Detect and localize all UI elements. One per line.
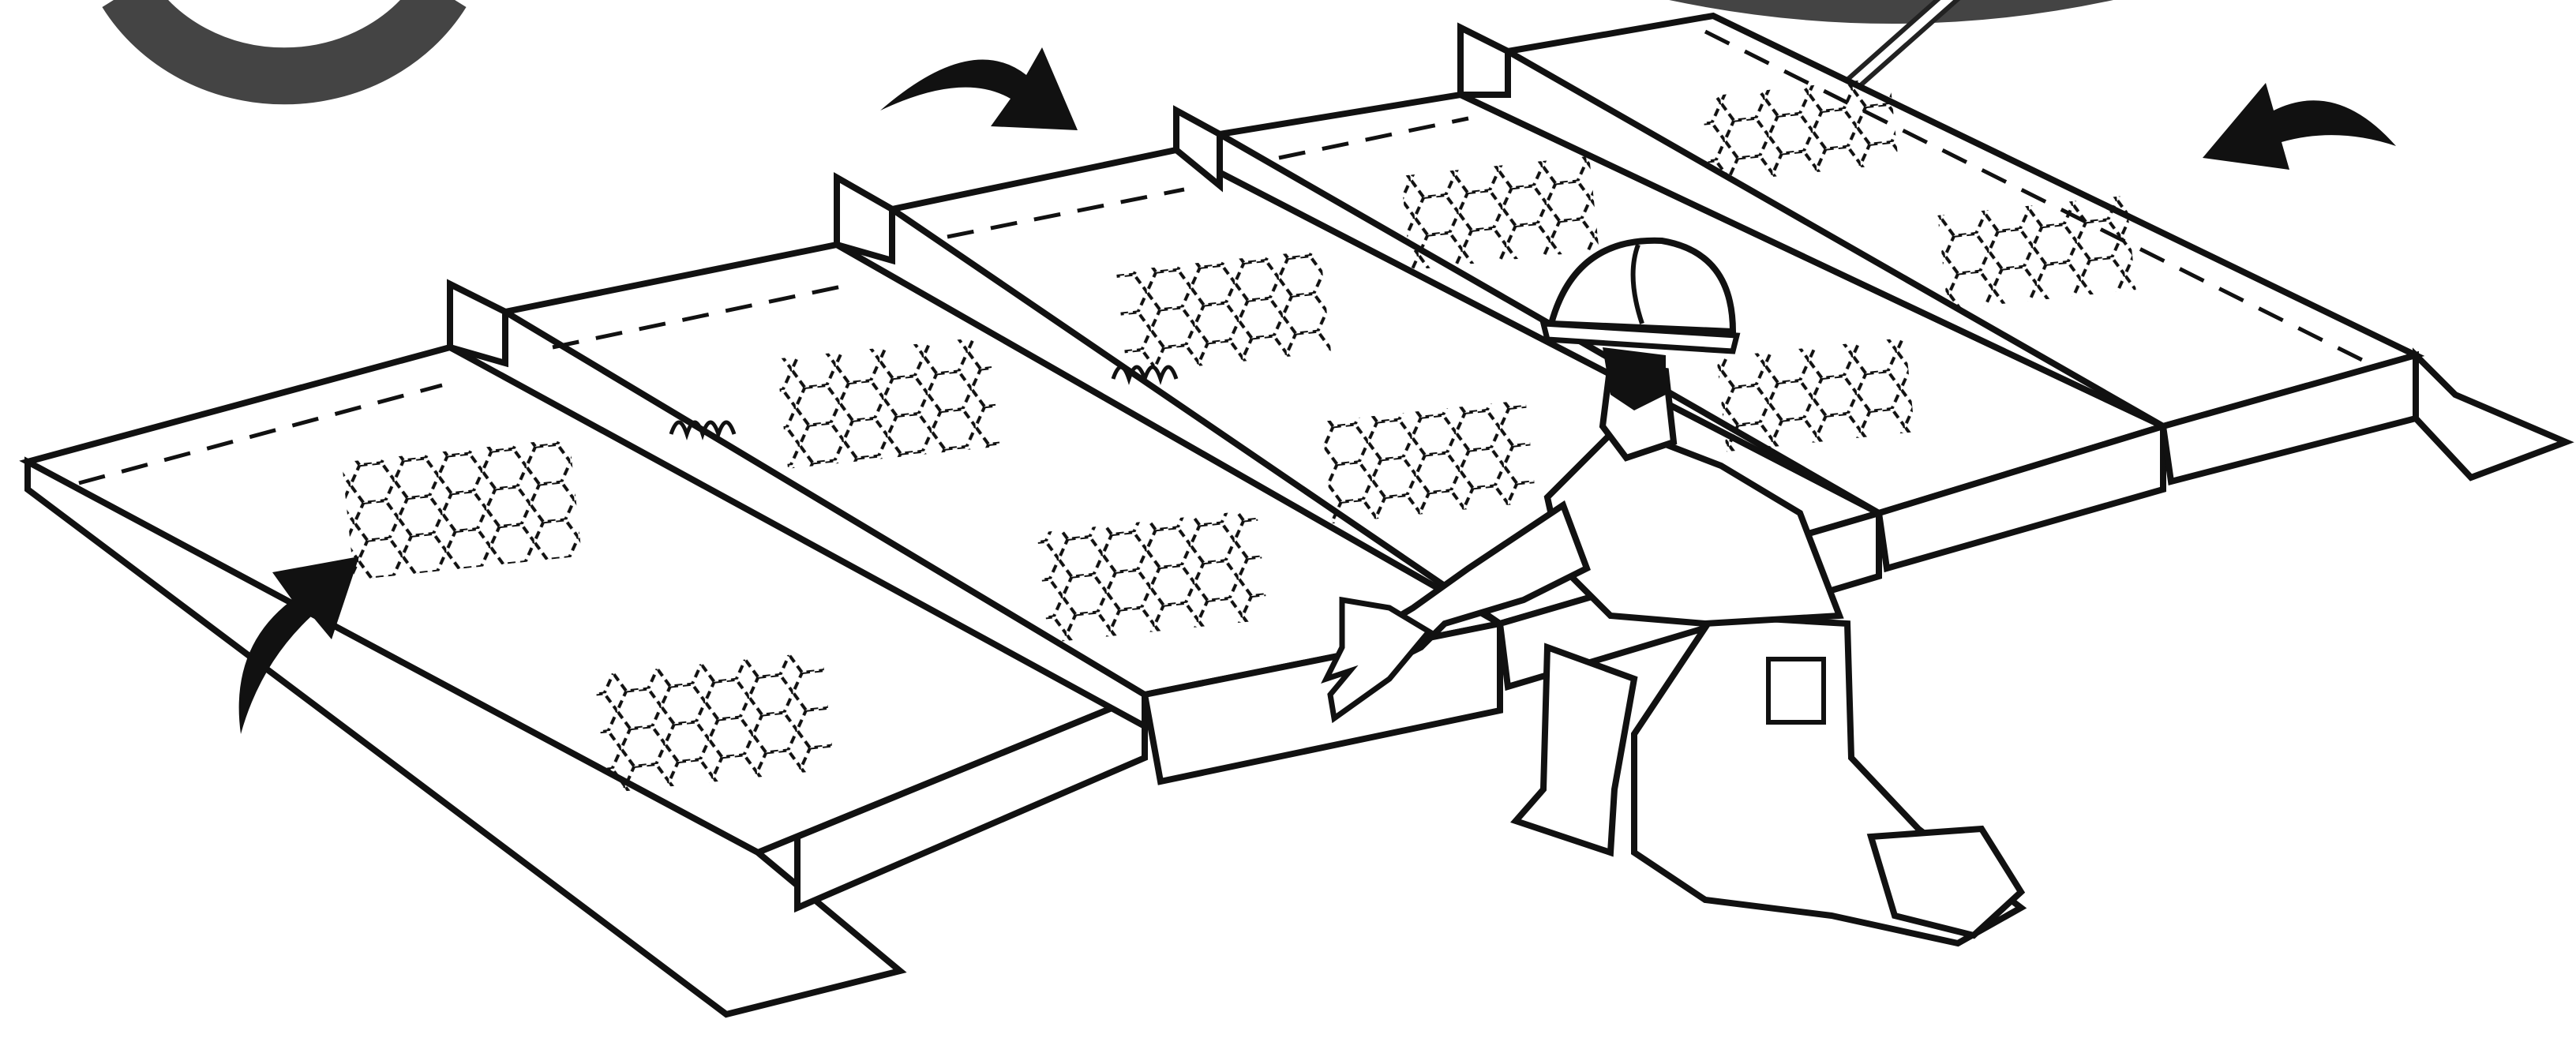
partial-circle-logo [126,0,442,76]
curved-arrow-icon [880,47,1078,130]
curved-arrow-icon [2203,83,2396,170]
